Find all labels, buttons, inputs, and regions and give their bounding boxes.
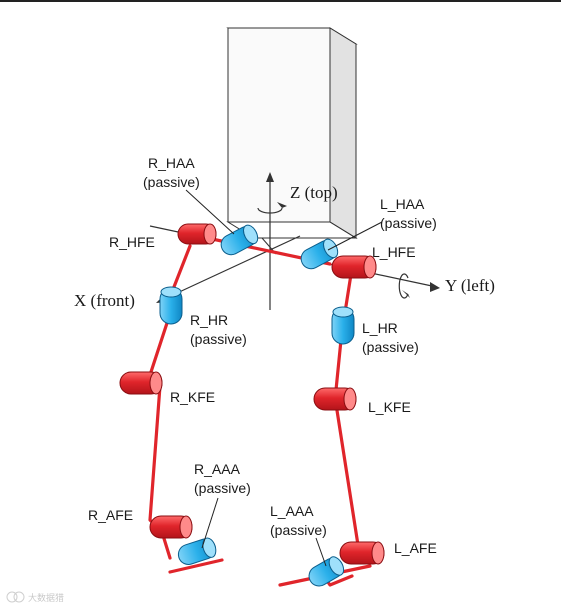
svg-text:L_HR: L_HR: [362, 320, 398, 336]
joint-r-haa: [220, 224, 259, 256]
svg-text:R_HR: R_HR: [190, 312, 228, 328]
joint-r-afe: [149, 515, 193, 539]
label-r-hr: R_HR (passive): [190, 312, 247, 347]
joint-r-hfe: [177, 223, 217, 245]
label-l-afe: L_AFE: [394, 540, 437, 556]
label-r-aaa: R_AAA (passive): [194, 461, 251, 496]
axis-x-label: X (front): [74, 291, 135, 310]
svg-text:L_AAA: L_AAA: [270, 503, 314, 519]
joint-l-kfe: [313, 387, 357, 411]
label-l-kfe: L_KFE: [368, 399, 411, 415]
joint-r-hr: [159, 286, 183, 325]
svg-text:(passive): (passive): [190, 331, 247, 347]
label-l-hr: L_HR (passive): [362, 320, 419, 355]
joint-l-hfe: [331, 255, 377, 279]
svg-text:(passive): (passive): [143, 174, 200, 190]
svg-text:(passive): (passive): [362, 339, 419, 355]
label-l-haa: L_HAA (passive): [380, 196, 437, 231]
svg-text:大数据猎: 大数据猎: [28, 592, 64, 604]
watermark: 大数据猎: [6, 591, 64, 604]
label-r-kfe: R_KFE: [170, 389, 215, 405]
label-r-haa: R_HAA (passive): [143, 155, 200, 190]
joint-l-afe: [339, 541, 385, 565]
axis-z-label: Z (top): [290, 183, 338, 202]
label-l-hfe: L_HFE: [372, 244, 416, 260]
svg-text:(passive): (passive): [380, 215, 437, 231]
svg-text:(passive): (passive): [194, 480, 251, 496]
svg-text:L_HAA: L_HAA: [380, 196, 425, 212]
svg-text:R_HAA: R_HAA: [148, 155, 195, 171]
svg-text:R_AAA: R_AAA: [194, 461, 241, 477]
joint-r-kfe: [119, 371, 163, 395]
joint-l-hr: [331, 306, 355, 345]
svg-text:(passive): (passive): [270, 522, 327, 538]
label-r-hfe: R_HFE: [109, 234, 155, 250]
axis-y-label: Y (left): [445, 276, 495, 295]
axis-z: [257, 172, 287, 310]
joint-l-aaa: [308, 556, 345, 587]
leader-lines: [185, 189, 383, 567]
label-l-aaa: L_AAA (passive): [270, 503, 327, 538]
label-r-afe: R_AFE: [88, 507, 133, 523]
torso-block: [226, 27, 358, 239]
joint-r-aaa: [177, 537, 217, 565]
